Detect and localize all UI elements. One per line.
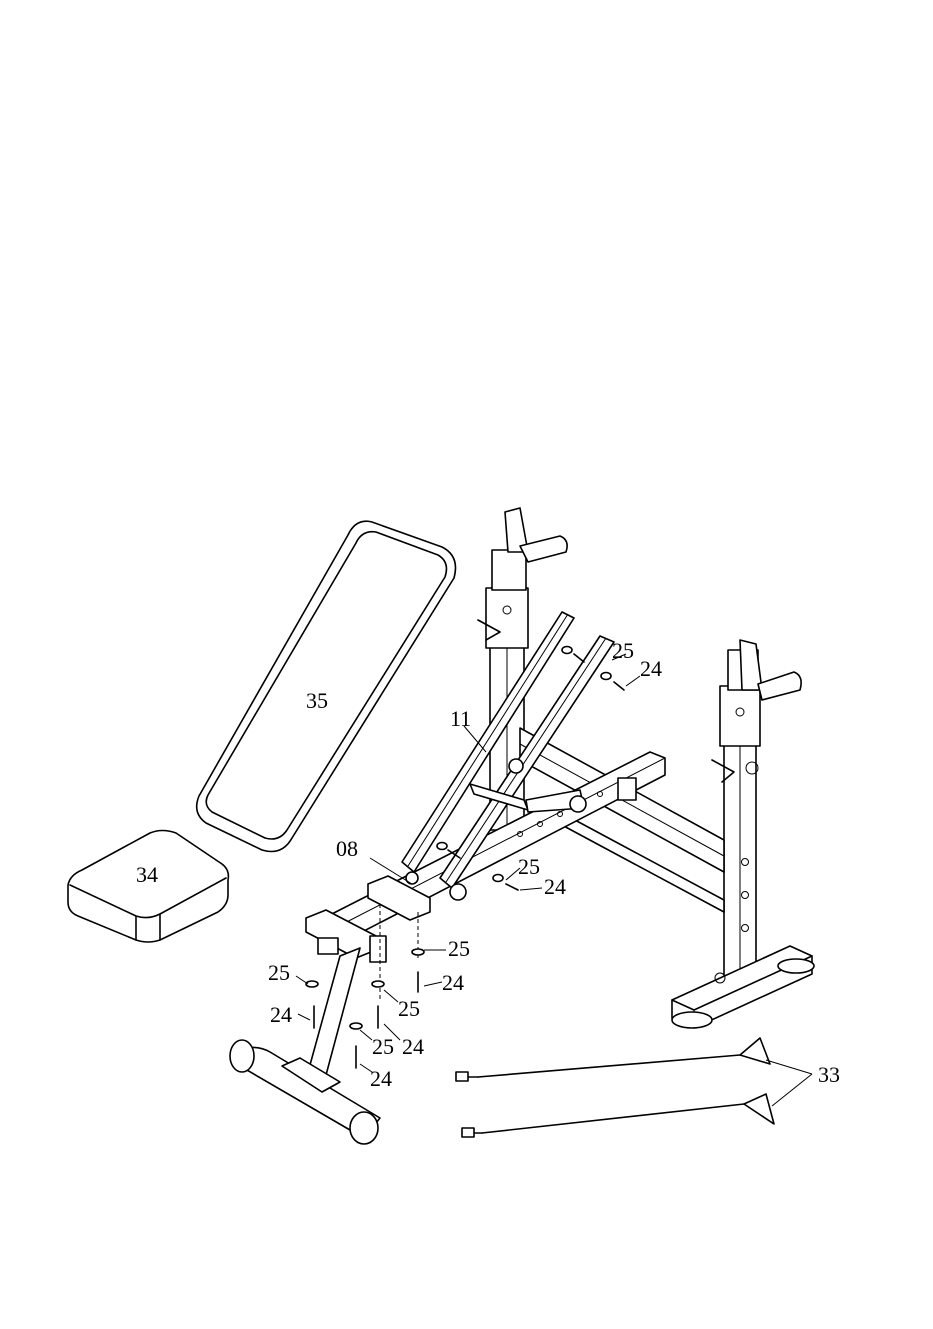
backrest-pad-35 [197,521,456,851]
label-25-mid: 25 [518,854,540,879]
label-25-lower: 25 [372,1034,394,1059]
resistance-bands-33 [456,1038,774,1137]
label-24-top: 24 [640,656,662,681]
label-34: 34 [136,862,158,887]
front-leg [230,948,380,1144]
label-24-center: 24 [402,1034,424,1059]
label-24-mid: 24 [544,874,566,899]
label-11: 11 [450,706,471,731]
label-35: 35 [306,688,328,713]
label-24-left: 24 [270,1002,292,1027]
label-25-center: 25 [398,996,420,1021]
right-upright [712,640,801,976]
label-24-right: 24 [442,970,464,995]
label-25-top: 25 [612,638,634,663]
label-25-right: 25 [448,936,470,961]
label-24-lower: 24 [370,1066,392,1091]
label-25-left: 25 [268,960,290,985]
label-33: 33 [818,1062,840,1087]
label-08: 08 [336,836,358,861]
